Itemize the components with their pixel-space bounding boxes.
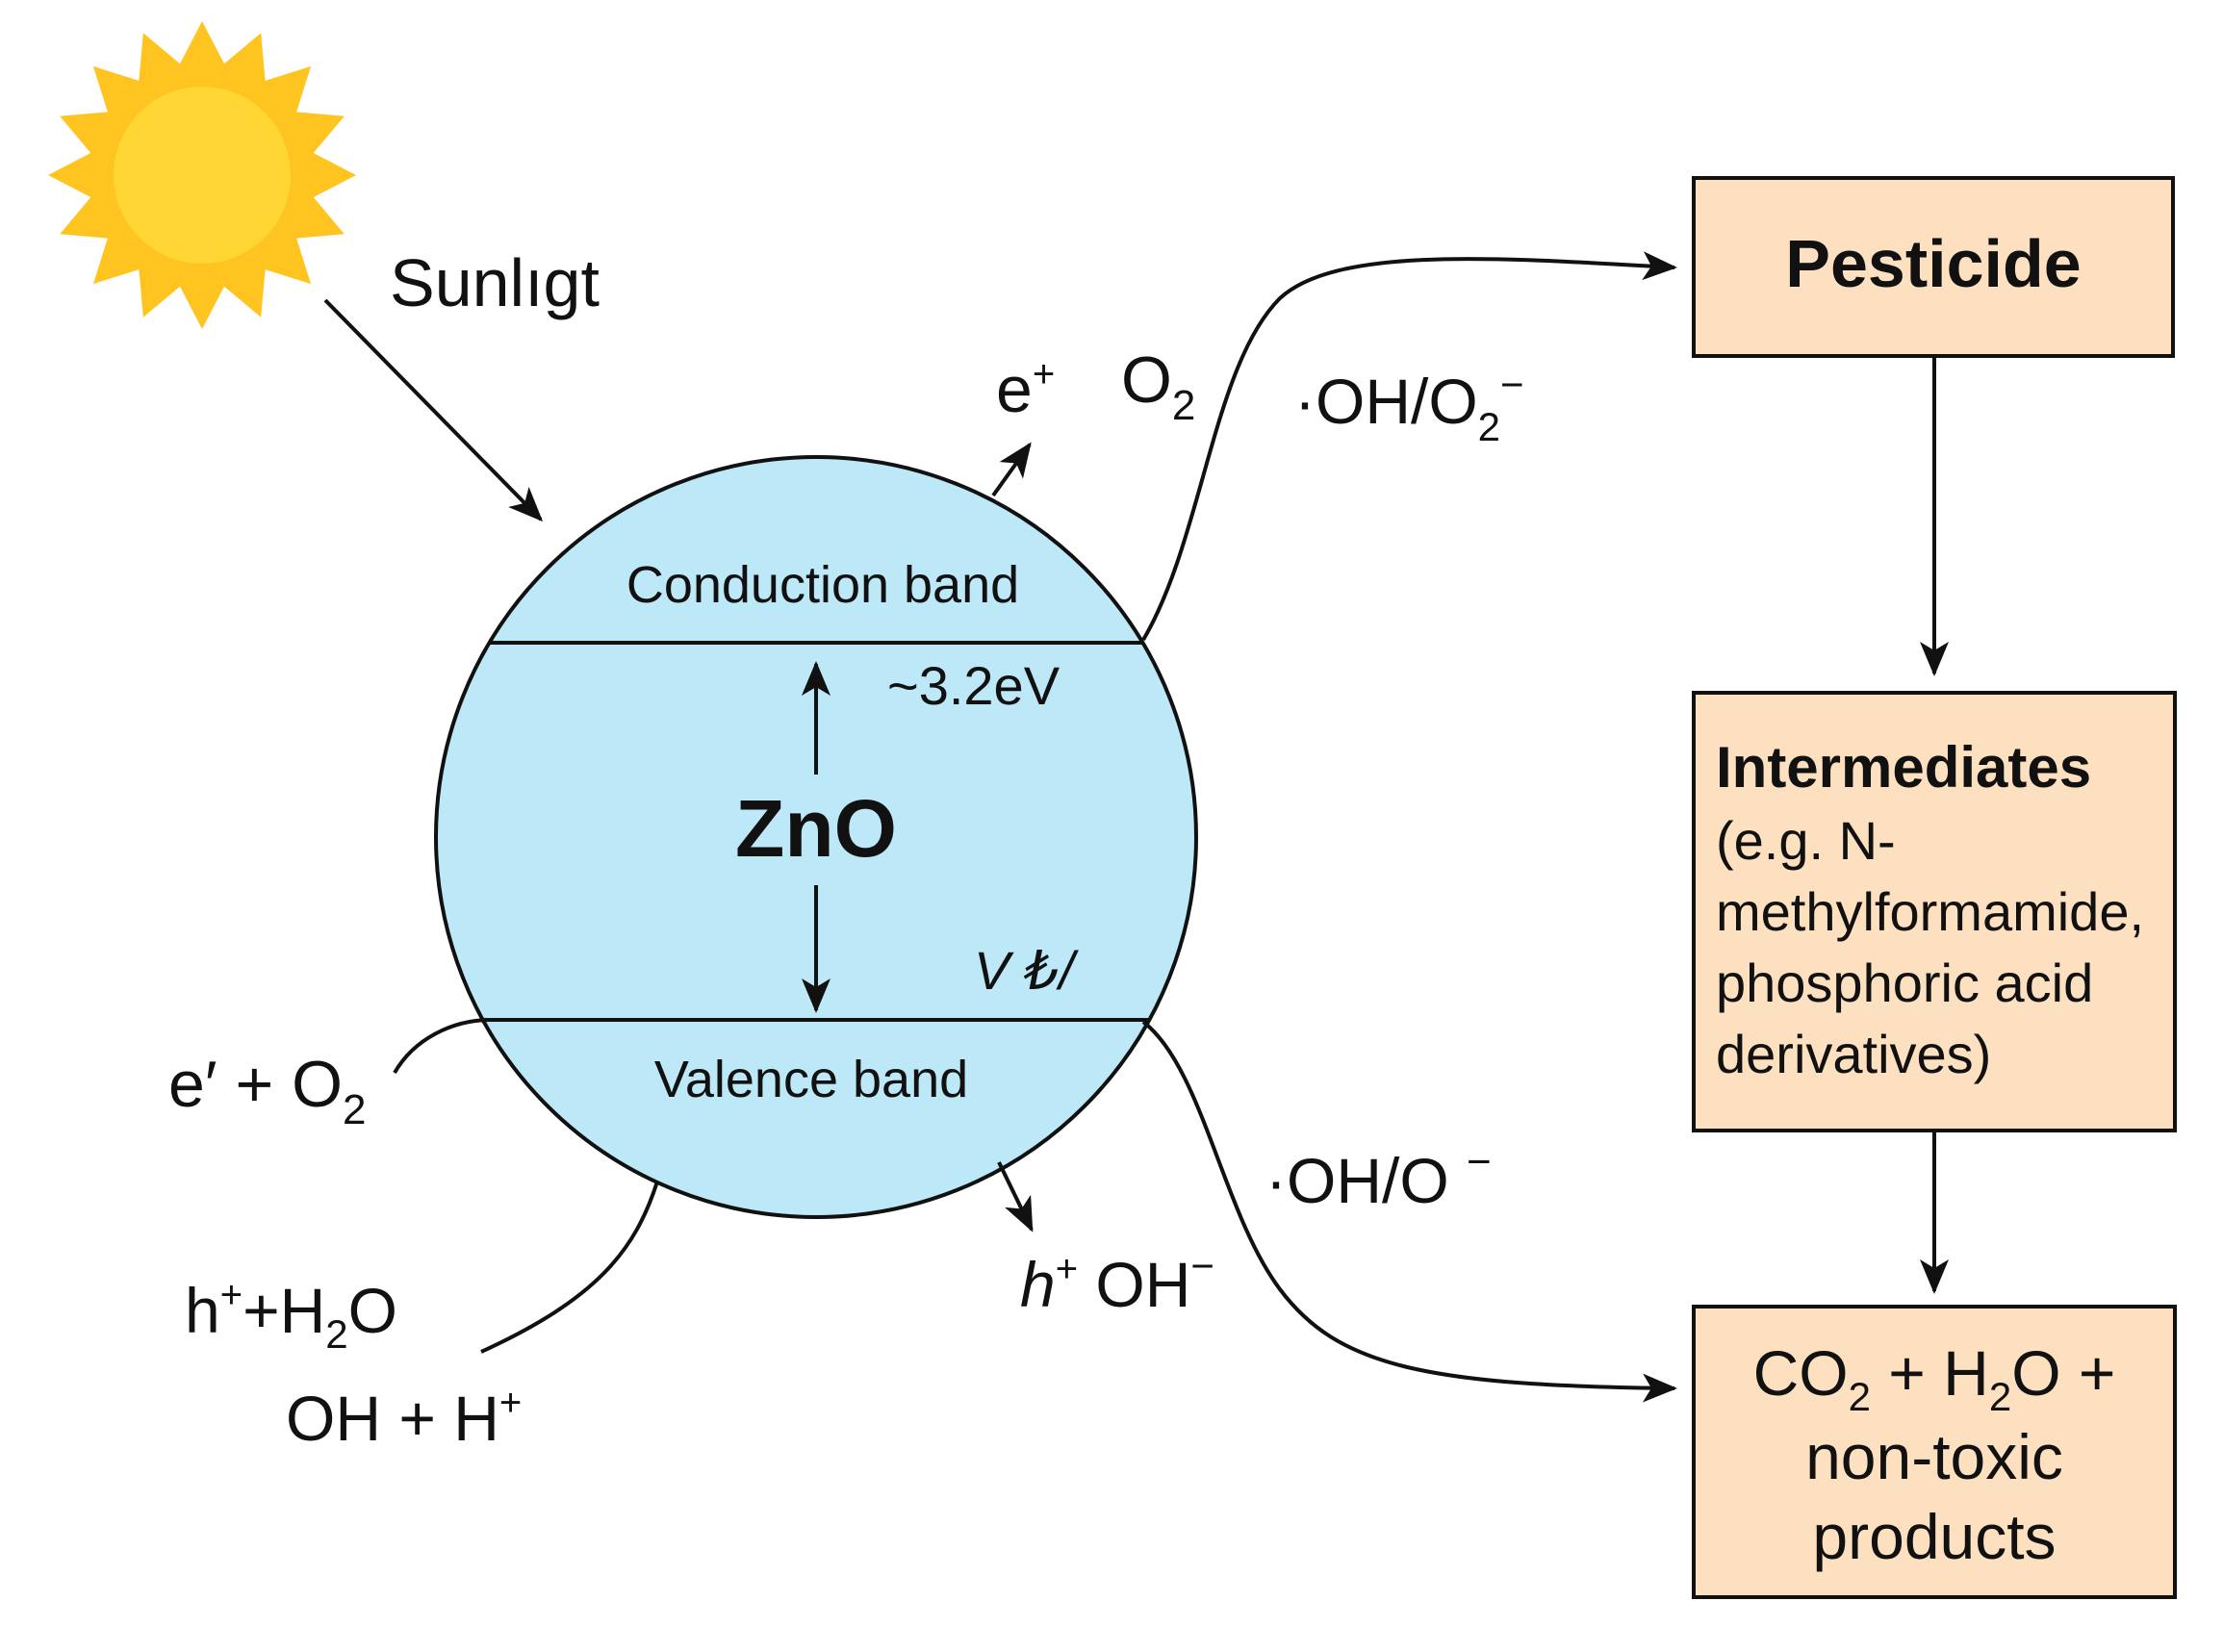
products-line-2: non-toxic	[1805, 1421, 2063, 1492]
valence-band-label: Valence band	[654, 1051, 968, 1108]
left-hole-connector	[480, 1181, 659, 1354]
products-line-1: CO2 + H2O +	[1753, 1337, 2116, 1419]
cb-to-pesticide-arrow	[1141, 251, 1677, 642]
products-line-3: products	[1812, 1501, 2056, 1572]
intermediates-box: Intermediates (e.g. N- methylformamide, …	[1692, 691, 2177, 1132]
intermediates-line-3: phosphoric acid	[1716, 953, 2093, 1013]
hole-hydroxide-label: h+ OH−	[1020, 1243, 1214, 1320]
intermediates-line-1: (e.g. N-	[1716, 810, 1896, 871]
sun-core	[114, 87, 291, 264]
pesticide-label: Pesticide	[1785, 226, 2081, 301]
conduction-band-label: Conduction band	[626, 556, 1019, 614]
hydroxyl-radical-label: ·OH/O −	[1265, 1138, 1492, 1216]
valence-band-mark: V ₺/	[974, 940, 1080, 1001]
left-electron-connector	[393, 1018, 492, 1074]
sunlight-label: Sunlıgt	[390, 245, 600, 320]
zno-particle: Conduction band Valence band ZnO ~3.2eV …	[434, 455, 1198, 1219]
left-hole-water-label: h++H2O	[185, 1274, 397, 1357]
band-gap-label: ~3.2eV	[887, 655, 1060, 716]
intermediates-title: Intermediates	[1716, 735, 2091, 800]
oxygen-label: O2	[1121, 343, 1195, 429]
intermediates-line-4: derivatives)	[1716, 1024, 1991, 1084]
left-hydroxyl-proton-label: OH + H+	[286, 1382, 522, 1454]
pesticide-box: Pesticide	[1692, 176, 2175, 358]
sun-icon	[48, 21, 356, 329]
superoxide-radical-label: ·OH/O2−	[1294, 362, 1524, 449]
sunlight-arrow	[323, 298, 544, 522]
hole-arrow	[997, 1161, 1034, 1233]
electron-label: e+	[996, 353, 1055, 426]
intermediates-line-2: methylformamide,	[1716, 881, 2144, 942]
electron-arrow	[991, 442, 1032, 497]
vb-to-products-arrow	[1141, 1020, 1677, 1403]
particle-circle	[434, 455, 1198, 1219]
left-electron-oxygen-label: e′ + O2	[168, 1048, 366, 1133]
zno-label: ZnO	[735, 783, 897, 874]
products-box: CO2 + H2O + non-toxic products	[1692, 1305, 2177, 1599]
